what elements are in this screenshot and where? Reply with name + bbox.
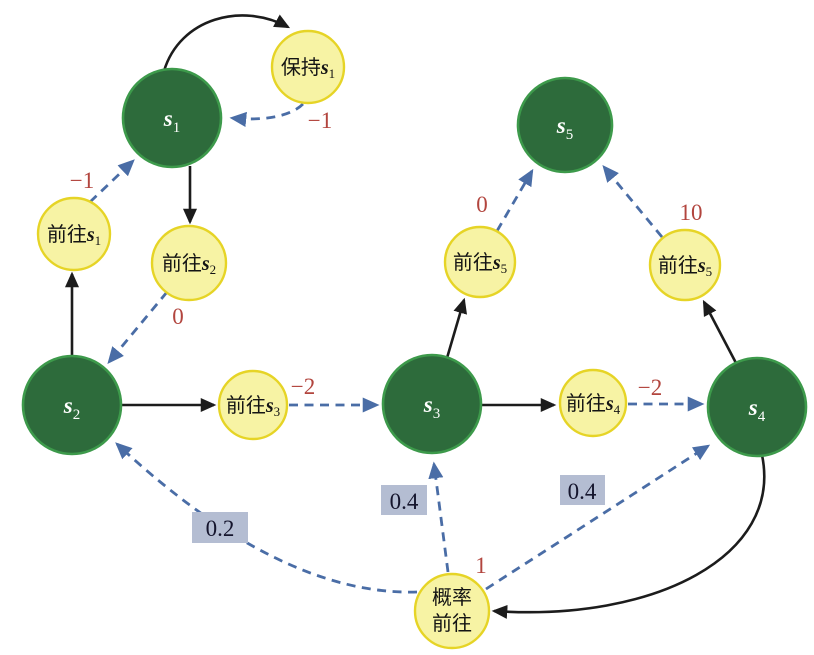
action-node-goto-s4 — [558, 368, 628, 438]
action-label-goto-s3: 前往s3 — [226, 394, 280, 419]
reward-label-goto-s5-left: 0 — [476, 192, 488, 217]
action-node-goto-s5-right — [648, 228, 722, 302]
edge-goto-s2-to-s2 — [107, 291, 169, 364]
action-label-goto-s2: 前往s2 — [162, 252, 216, 277]
reward-label-goto-s4: −2 — [638, 375, 662, 400]
action-label-goto-s1: 前往s1 — [47, 223, 101, 248]
reward-label-keep-s1: −1 — [308, 108, 332, 133]
edge-s3-to-goto-s5 — [445, 297, 468, 359]
action-node-goto-s3 — [217, 369, 289, 441]
reward-label-goto-s2: 0 — [172, 304, 184, 329]
prob-box-to-s4 — [560, 475, 605, 505]
edge-prob-goto-to-s3 — [428, 461, 450, 573]
action-node-goto-s5-left — [443, 225, 517, 299]
edge-goto-s5-to-s5-left — [495, 168, 534, 232]
reward-label-goto-s5-right: 10 — [680, 200, 703, 225]
action-label-goto-s5-right: 前往s5 — [658, 254, 712, 279]
action-label-goto-s4: 前往s4 — [566, 392, 621, 417]
state-label-s1: s1 — [163, 106, 180, 136]
prob-box-to-s3 — [381, 485, 427, 515]
edge-prob-goto-to-s4 — [485, 444, 711, 591]
reward-label-prob-goto: 1 — [475, 553, 487, 578]
reward-label-goto-s3: −2 — [291, 374, 315, 399]
state-label-s2: s2 — [63, 393, 80, 423]
state-node-s5 — [516, 76, 614, 174]
state-node-s1 — [121, 67, 223, 169]
edge-goto-s1-to-s1 — [89, 159, 135, 204]
reward-label-goto-s1: −1 — [70, 168, 94, 193]
state-label-s4: s4 — [748, 395, 766, 425]
edge-s4-to-prob-goto — [491, 454, 766, 619]
edge-s1-to-keep-s1 — [162, 14, 291, 72]
edge-keep-s1-to-s1 — [229, 102, 304, 127]
action-label-goto-s5-left: 前往s5 — [453, 251, 507, 276]
state-label-s5: s5 — [556, 113, 573, 143]
state-node-s3 — [381, 353, 483, 455]
state-node-s4 — [706, 356, 808, 458]
prob-box-to-s2 — [192, 512, 248, 543]
edge-s4-to-goto-s5 — [702, 299, 738, 364]
edge-prob-goto-to-s2 — [115, 442, 418, 594]
action-label-prob-goto: 概率前往 — [432, 586, 472, 635]
action-node-keep-s1 — [270, 29, 346, 105]
edge-goto-s5-to-s5-right — [602, 165, 664, 238]
prob-label-to-s3: 0.4 — [390, 489, 419, 514]
state-label-s3: s3 — [423, 392, 440, 422]
action-node-prob-goto — [413, 572, 491, 650]
action-node-goto-s2 — [150, 224, 228, 302]
prob-label-to-s4: 0.4 — [568, 479, 597, 504]
state-node-s2 — [21, 354, 123, 456]
prob-label-to-s2: 0.2 — [206, 516, 235, 541]
action-label-keep-s1: 保持s1 — [281, 56, 335, 81]
action-node-goto-s1 — [36, 196, 112, 272]
